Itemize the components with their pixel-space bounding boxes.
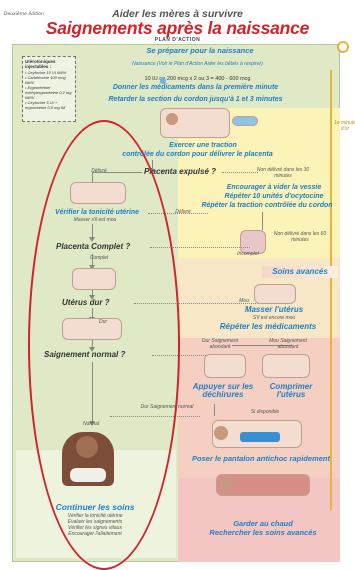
step-anti-shock: Poser le pantalon antichoc rapidement — [192, 454, 330, 463]
flow-dotted-line — [222, 172, 258, 173]
soft-heavy-label: Mou Saignement abondant — [269, 338, 307, 350]
uterotonic-item: Oxytocine 10 UI IM/IV — [25, 70, 73, 75]
advanced-care-bar — [262, 266, 338, 278]
illustration-baby — [232, 116, 258, 126]
flow-dotted-line — [150, 247, 250, 248]
step-repeat-oxytocin: Répéter 10 unités d'ocytocine — [224, 193, 324, 200]
flow-dotted-line — [148, 213, 208, 214]
if-available-label: Si disponible — [250, 409, 280, 415]
uterotonics-title: Utérotoniques injectables : — [25, 59, 56, 69]
program-title: Aider les mères à survivre — [112, 8, 243, 20]
medicine-drop-icon — [160, 77, 166, 84]
illustration-press-tears — [204, 354, 246, 378]
step-traction-2: contrôlée du cordon pour délivrer le pla… — [122, 151, 273, 158]
golden-minute-label: 1e minute d'or — [334, 120, 355, 132]
flow-line — [232, 345, 292, 346]
step-press-tears: Appuyer sur les déchirures — [192, 382, 254, 399]
flow-dotted-line — [152, 355, 232, 356]
step-traction-1: Exercer une traction — [169, 142, 237, 149]
flow-dotted-line — [134, 303, 268, 304]
timeline-bar — [330, 70, 332, 510]
clock-icon — [337, 41, 349, 53]
uterotonic-item: Oxytocine 5 UI + ergométrine 0,5 mg IM — [25, 100, 73, 110]
step-prepare: Se préparer pour la naissance — [146, 46, 254, 55]
question-placenta-expelled: Placenta expulsé ? — [144, 167, 217, 176]
red-highlight-ellipse — [28, 120, 180, 570]
flow-line — [214, 404, 215, 416]
soft-label: Mou — [239, 298, 249, 304]
step-prepare-note: Naissance (Voir le Plan d'Action Aider l… — [132, 61, 263, 67]
step-keep-warm: Garder au chaud — [233, 519, 293, 528]
illustration-compress-uterus — [262, 354, 310, 378]
flow-line — [262, 212, 263, 230]
illustration-head — [214, 426, 228, 440]
illustration-keep-warm — [216, 474, 310, 496]
illustration-head — [220, 478, 232, 490]
advanced-care-label: Soins avancés — [272, 267, 328, 276]
not-delivered-30: Non délivré dans les 30 minutes — [256, 167, 310, 179]
step-delay-cord: Retarder la section du cordon jusqu'à 1 … — [108, 96, 283, 103]
edition-label: Deuxième édition — [4, 12, 44, 17]
not-delivered-60: Non délivré dans les 60 minutes — [273, 231, 327, 243]
incomplete-label: Incomplet — [237, 251, 259, 257]
delivered-label-2: Délivré — [175, 209, 191, 215]
step-repeat-traction: Répéter la traction contrôlée du cordon — [201, 202, 333, 209]
illustration-massage — [254, 284, 296, 304]
uterotonic-item: Ergométrine/ méthylergométrine 0,2 mg IM… — [25, 85, 73, 100]
page-title: Saignements après la naissance — [45, 18, 310, 38]
step-give-meds: Donner les médicaments dans la première … — [112, 84, 279, 91]
step-massage-uterus-note: S'il est encore mou — [252, 315, 296, 321]
illustration-pants — [240, 432, 280, 442]
illustration-placenta — [240, 230, 266, 254]
uterotonics-box: Utérotoniques injectables : Oxytocine 10… — [22, 56, 76, 122]
dose-note: 10 IU ou 200 mcg x 2 ou 3 = 400 - 600 mc… — [144, 76, 251, 82]
step-bladder: Encourager à vider la vessie — [226, 184, 322, 191]
step-massage-uterus: Masser l'utérus — [244, 305, 304, 314]
hard-heavy-label: Dur Saignement abondant — [201, 338, 239, 350]
step-seek-advanced: Rechercher les soins avancés — [209, 528, 317, 537]
page-subtitle: PLAN D'ACTION — [154, 37, 201, 43]
step-repeat-meds: Répéter les médicaments — [219, 322, 317, 331]
uterotonic-item: Carbétocine 100 mcg IM/IV — [25, 75, 73, 85]
illustration-head — [166, 113, 178, 125]
uterotonics-list: Oxytocine 10 UI IM/IV Carbétocine 100 mc… — [25, 70, 73, 110]
step-compress-uterus: Comprimer l'utérus — [269, 382, 313, 399]
